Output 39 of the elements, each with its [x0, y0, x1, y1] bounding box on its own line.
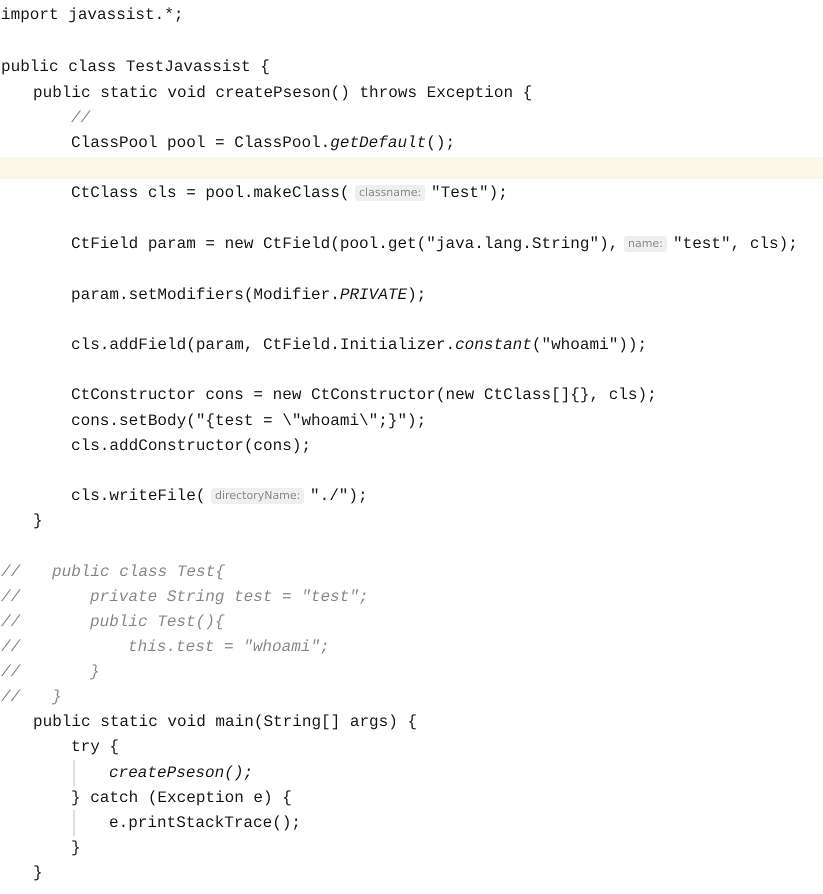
code-comment: // [1, 587, 20, 607]
code-comment: // [1, 662, 20, 682]
code-line: import javassist.*; [1, 5, 184, 25]
code-line: public static void main(String[] args) { [33, 712, 418, 732]
code-comment: private String test = "test"; [90, 587, 368, 607]
code-line: "Test"); [431, 183, 508, 203]
code-line: CtField param = new CtField(pool.get("java.lang.String"), [71, 234, 618, 254]
code-comment: // [1, 637, 20, 657]
code-line: } [33, 511, 43, 531]
code-comment: } [90, 662, 100, 682]
code-line: CtConstructor cons = new CtConstructor(new CtClass[]{}, cls); [71, 385, 657, 405]
code-line: param.setModifiers(Modifier.PRIVATE); [71, 285, 426, 305]
code-line: cls.writeFile( [71, 486, 206, 506]
code-line: } [33, 863, 43, 883]
code-line: } catch (Exception e) { [71, 788, 292, 808]
code-line: public class TestJavassist { [1, 57, 270, 77]
parameter-hint: classname: [355, 185, 426, 201]
code-line: "test", cls); [673, 234, 798, 254]
code-line: } [71, 838, 81, 858]
code-line: cls.addConstructor(cons); [71, 436, 312, 456]
code-line: "./"); [310, 486, 368, 506]
code-line: CtClass cls = pool.makeClass( [71, 183, 350, 203]
code-line: cls.addField(param, CtField.Initializer.constant("whoami")); [71, 335, 648, 355]
code-comment: public Test(){ [90, 612, 224, 632]
code-comment: this.test = "whoami"; [128, 637, 330, 657]
code-line: cons.setBody("{test = \"whoami\";}"); [71, 411, 426, 431]
code-comment: // [1, 562, 20, 582]
code-line: try { [71, 737, 120, 757]
code-line: ClassPool pool = ClassPool.getDefault(); [71, 133, 456, 153]
code-comment: public class Test{ [52, 562, 225, 582]
code-comment: // [71, 108, 90, 128]
code-comment: } [52, 687, 62, 707]
code-line: e.printStackTrace(); [109, 813, 302, 833]
parameter-hint: name: [624, 236, 667, 252]
code-line: createPseson(); [109, 763, 254, 783]
code-comment: // [1, 687, 20, 707]
parameter-hint: directoryName: [211, 488, 304, 504]
code-comment: // [1, 612, 20, 632]
code-line: public static void createPseson() throws Exception { [33, 83, 532, 103]
